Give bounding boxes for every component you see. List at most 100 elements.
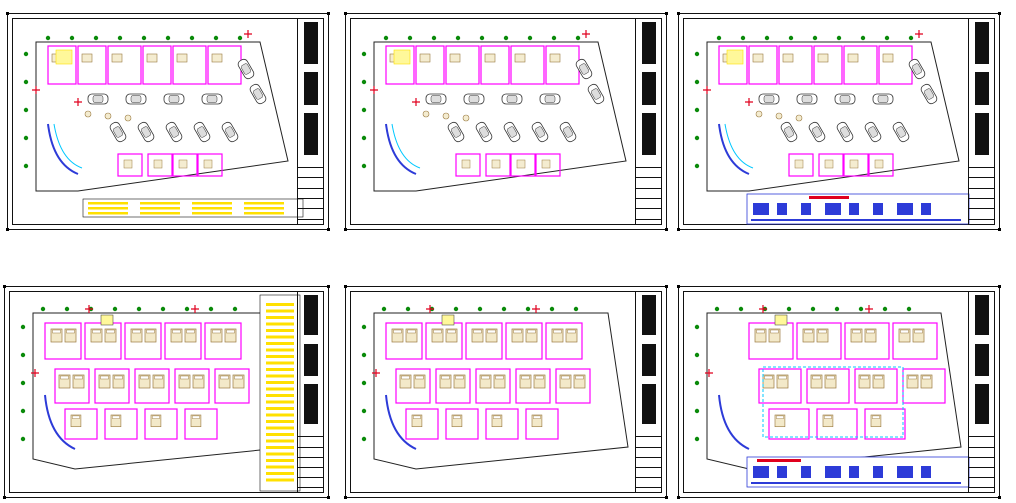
bed-frame (445, 328, 458, 343)
fixture (849, 159, 859, 169)
grid-bubble-icon (141, 35, 147, 41)
title-block-rule (636, 218, 662, 220)
bed-icon (493, 374, 506, 389)
room-wall (864, 408, 906, 440)
fixture (203, 159, 213, 169)
legend-row (266, 400, 294, 404)
legend-row (266, 348, 294, 352)
bed-frame (399, 374, 412, 389)
bed-icon (72, 374, 85, 389)
grid-bubble-icon (40, 306, 46, 312)
registration-mark (3, 285, 6, 288)
legend-frame (259, 294, 301, 492)
blue-schedule-table (746, 193, 970, 225)
room-wall (94, 368, 130, 404)
pillow (132, 329, 141, 334)
pillow (900, 329, 909, 334)
pillow (140, 375, 149, 380)
bed-frame (493, 374, 506, 389)
pillow (66, 329, 75, 334)
grid-bubble-icon (20, 352, 26, 358)
car-icon (193, 121, 211, 143)
stair-block (726, 49, 744, 65)
room-wall (134, 368, 170, 404)
registration-mark (677, 285, 680, 288)
room-wall (510, 153, 536, 177)
legend-row (266, 342, 294, 345)
room-wall (104, 408, 138, 440)
bed-icon (112, 374, 125, 389)
pillow (527, 329, 536, 334)
floor-plan-6 (694, 305, 970, 488)
room-wall (475, 368, 511, 404)
table-icon (462, 114, 470, 122)
site-outline (706, 41, 960, 192)
grid-bubble-icon (455, 35, 461, 41)
title-block-rule (636, 187, 662, 189)
legend-row (88, 212, 128, 215)
car-icon (249, 83, 267, 105)
room-wall (77, 45, 107, 85)
schedule-cell (753, 203, 769, 215)
grid-bubble-icon (383, 35, 389, 41)
bed-frame (192, 374, 205, 389)
legend-row (266, 413, 294, 417)
pillow (776, 415, 784, 419)
bed-frame (822, 414, 834, 428)
grid-bubble-icon (23, 79, 29, 85)
title-block-band (975, 383, 989, 425)
registration-mark (677, 496, 680, 499)
bed-frame (58, 374, 71, 389)
grid-bubble-icon (764, 35, 770, 41)
fixture (111, 53, 123, 63)
grid-bubble-icon (694, 107, 700, 113)
bed-frame (232, 374, 245, 389)
room-wall (878, 45, 913, 85)
registration-mark (677, 228, 680, 231)
curved-wall-inner (724, 123, 754, 169)
legend-row (266, 433, 294, 436)
bed-frame (864, 328, 877, 343)
registration-mark (3, 496, 6, 499)
car-roof (206, 95, 218, 103)
pillow (453, 415, 461, 419)
room-wall (405, 408, 439, 440)
bed-icon (776, 374, 789, 389)
bed-frame (525, 328, 538, 343)
room-wall (445, 45, 480, 85)
car-roof (506, 126, 518, 138)
bed-icon (130, 328, 143, 343)
pillow (860, 375, 869, 380)
pillow (770, 329, 779, 334)
room-wall (843, 153, 869, 177)
drawing-sheet-2 (344, 12, 668, 231)
drawing-sheet-5 (344, 285, 668, 499)
bed-icon (485, 328, 498, 343)
fixture (824, 159, 834, 169)
room-wall (813, 45, 843, 85)
room-wall (44, 322, 82, 360)
schedule-title-bar (757, 459, 801, 462)
title-block-rule (969, 446, 995, 448)
curved-wall (385, 123, 417, 175)
bed-icon (445, 328, 458, 343)
car-roof (112, 126, 124, 138)
title-block-rule (636, 208, 662, 210)
floor-plan-3 (694, 30, 970, 225)
pillow (914, 329, 923, 334)
fixture (176, 53, 188, 63)
car-icon (892, 121, 910, 143)
bed-frame (551, 328, 564, 343)
bed-frame (218, 374, 231, 389)
registration-mark (327, 285, 330, 288)
bed-icon (104, 328, 117, 343)
bed-frame (471, 328, 484, 343)
title-block-band (304, 383, 318, 425)
grid-bubble-icon (716, 35, 722, 41)
grid-bubble-icon (740, 35, 746, 41)
legend-row (244, 212, 284, 215)
fixture (153, 159, 163, 169)
car-roof (590, 88, 602, 100)
grid-bubble-icon (361, 380, 367, 386)
pillow (447, 329, 456, 334)
